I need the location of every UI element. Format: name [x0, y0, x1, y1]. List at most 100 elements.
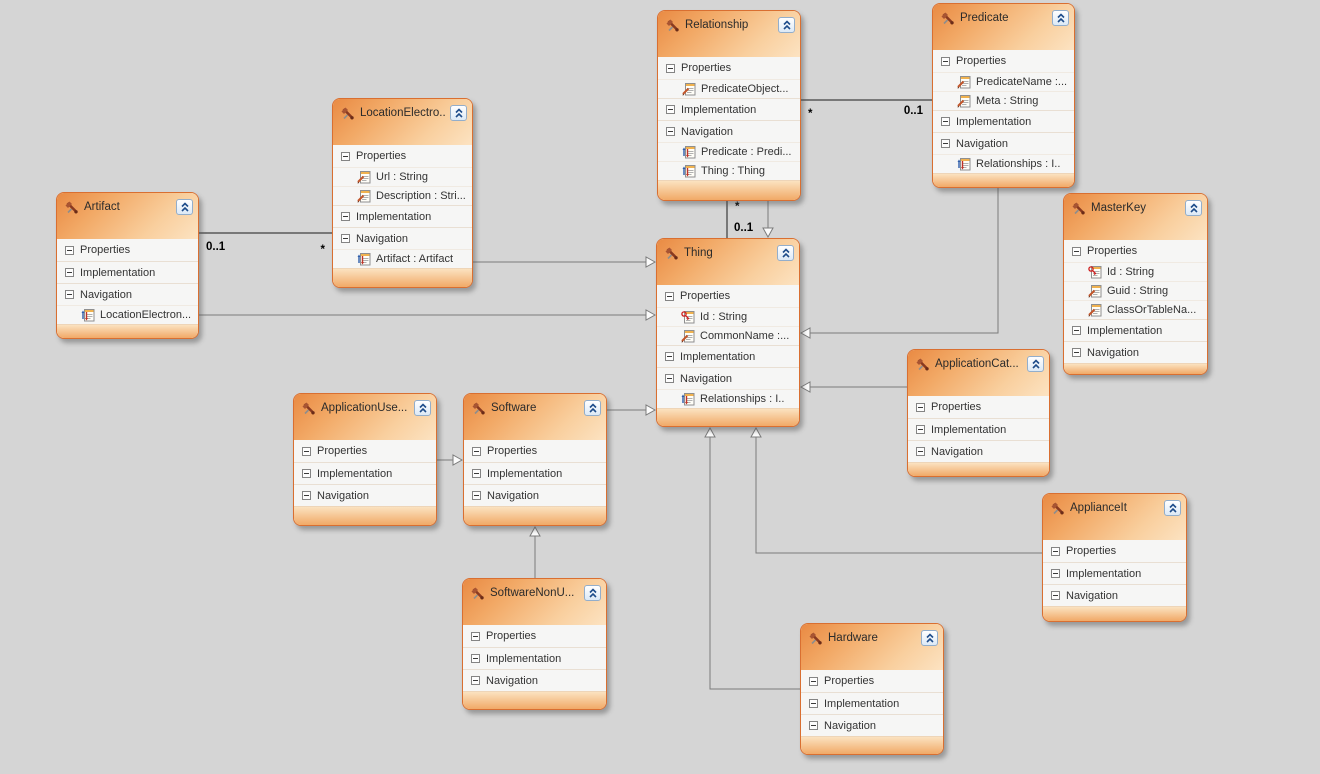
section-navigation[interactable]: Navigation [658, 120, 800, 142]
collapse-minus-icon[interactable] [1072, 247, 1081, 256]
section-navigation[interactable]: Navigation [333, 227, 472, 249]
section-properties[interactable]: Properties [801, 670, 943, 692]
collapse-minus-icon[interactable] [65, 290, 74, 299]
collapse-minus-icon[interactable] [1051, 591, 1060, 600]
section-properties[interactable]: Properties [464, 440, 606, 462]
class-header[interactable]: Relationship [658, 11, 800, 57]
property-row[interactable]: Id : String [657, 307, 799, 326]
collapse-minus-icon[interactable] [941, 139, 950, 148]
section-navigation[interactable]: Navigation [933, 132, 1074, 154]
section-implementation[interactable]: Implementation [464, 462, 606, 484]
section-properties[interactable]: Properties [1043, 540, 1186, 562]
property-row[interactable]: Description : Stri... [333, 186, 472, 205]
collapse-minus-icon[interactable] [471, 676, 480, 685]
section-properties[interactable]: Properties [1064, 240, 1207, 262]
class-header[interactable]: ApplicationCat... [908, 350, 1049, 396]
collapse-minus-icon[interactable] [916, 447, 925, 456]
collapse-minus-icon[interactable] [65, 246, 74, 255]
collapse-minus-icon[interactable] [1072, 348, 1081, 357]
collapse-button[interactable] [1052, 10, 1069, 26]
section-properties[interactable]: Properties [57, 239, 198, 261]
collapse-minus-icon[interactable] [302, 469, 311, 478]
property-row[interactable]: Meta : String [933, 91, 1074, 110]
collapse-button[interactable] [777, 245, 794, 261]
section-properties[interactable]: Properties [658, 57, 800, 79]
navigation-property-row[interactable]: LocationElectron... [57, 305, 198, 324]
collapse-minus-icon[interactable] [809, 721, 818, 730]
navigation-property-row[interactable]: Predicate : Predi... [658, 142, 800, 161]
collapse-button[interactable] [778, 17, 795, 33]
collapse-minus-icon[interactable] [471, 654, 480, 663]
section-navigation[interactable]: Navigation [1064, 341, 1207, 363]
section-implementation[interactable]: Implementation [801, 692, 943, 714]
collapse-minus-icon[interactable] [472, 447, 481, 456]
section-navigation[interactable]: Navigation [463, 669, 606, 691]
collapse-button[interactable] [584, 400, 601, 416]
class-header[interactable]: Thing [657, 239, 799, 285]
collapse-button[interactable] [1027, 356, 1044, 372]
section-properties[interactable]: Properties [908, 396, 1049, 418]
collapse-minus-icon[interactable] [472, 469, 481, 478]
class-header[interactable]: ApplianceIt [1043, 494, 1186, 540]
collapse-minus-icon[interactable] [941, 117, 950, 126]
collapse-minus-icon[interactable] [665, 292, 674, 301]
class-header[interactable]: SoftwareNonU... [463, 579, 606, 625]
section-implementation[interactable]: Implementation [57, 261, 198, 283]
collapse-minus-icon[interactable] [665, 352, 674, 361]
section-implementation[interactable]: Implementation [908, 418, 1049, 440]
collapse-minus-icon[interactable] [1051, 547, 1060, 556]
section-implementation[interactable]: Implementation [657, 345, 799, 367]
collapse-minus-icon[interactable] [1051, 569, 1060, 578]
collapse-button[interactable] [584, 585, 601, 601]
connector-applianceit-thing[interactable] [755, 428, 1042, 554]
section-implementation[interactable]: Implementation [658, 98, 800, 120]
navigation-property-row[interactable]: Thing : Thing [658, 161, 800, 180]
navigation-property-row[interactable]: Artifact : Artifact [333, 249, 472, 268]
class-header[interactable]: Hardware [801, 624, 943, 670]
section-properties[interactable]: Properties [333, 145, 472, 167]
section-implementation[interactable]: Implementation [1043, 562, 1186, 584]
collapse-button[interactable] [1185, 200, 1202, 216]
collapse-minus-icon[interactable] [665, 374, 674, 383]
property-row[interactable]: ClassOrTableNa... [1064, 300, 1207, 319]
section-navigation[interactable]: Navigation [464, 484, 606, 506]
collapse-button[interactable] [450, 105, 467, 121]
collapse-minus-icon[interactable] [941, 57, 950, 66]
collapse-minus-icon[interactable] [341, 234, 350, 243]
collapse-button[interactable] [921, 630, 938, 646]
collapse-minus-icon[interactable] [666, 127, 675, 136]
section-properties[interactable]: Properties [463, 625, 606, 647]
section-navigation[interactable]: Navigation [908, 440, 1049, 462]
section-navigation[interactable]: Navigation [657, 367, 799, 389]
collapse-minus-icon[interactable] [341, 152, 350, 161]
section-implementation[interactable]: Implementation [1064, 319, 1207, 341]
collapse-minus-icon[interactable] [302, 447, 311, 456]
section-implementation[interactable]: Implementation [933, 110, 1074, 132]
section-properties[interactable]: Properties [933, 50, 1074, 72]
connector-predicate-thing[interactable] [801, 188, 999, 334]
property-row[interactable]: Guid : String [1064, 281, 1207, 300]
section-properties[interactable]: Properties [657, 285, 799, 307]
collapse-button[interactable] [176, 199, 193, 215]
section-navigation[interactable]: Navigation [294, 484, 436, 506]
navigation-property-row[interactable]: Relationships : I.. [933, 154, 1074, 173]
collapse-minus-icon[interactable] [809, 677, 818, 686]
property-row[interactable]: CommonName :... [657, 326, 799, 345]
section-implementation[interactable]: Implementation [294, 462, 436, 484]
class-header[interactable]: Predicate [933, 4, 1074, 50]
class-header[interactable]: Artifact [57, 193, 198, 239]
collapse-minus-icon[interactable] [65, 268, 74, 277]
property-row[interactable]: PredicateObject... [658, 79, 800, 98]
